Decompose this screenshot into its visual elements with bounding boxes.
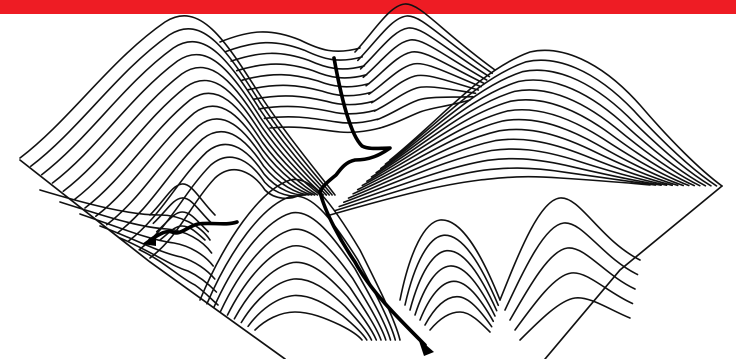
right-lower-bump-contour	[500, 198, 640, 300]
right-lower-bump-contour	[510, 248, 635, 320]
front-center-peak-contour	[248, 295, 367, 340]
front-center-peak-contour	[255, 312, 362, 340]
front-right-peak-contour	[405, 235, 498, 305]
front-right-peak-contour	[430, 312, 490, 332]
back-left-peak-contour	[253, 96, 373, 105]
back-left-peak-contour	[264, 117, 377, 123]
right-lower-bump-contour	[505, 223, 638, 310]
left-slope-contour	[120, 238, 216, 292]
back-left-peak-contour	[220, 32, 360, 51]
left-peak-contour	[20, 16, 335, 195]
left-peak-contour	[85, 93, 318, 208]
back-left-peak-contour	[242, 75, 369, 87]
surface-left-edge	[20, 160, 285, 359]
back-left-peak-contour	[237, 64, 367, 78]
right-lower-bump-contour	[520, 298, 630, 340]
contour-lines	[20, 4, 722, 340]
main-descent-arrowhead	[418, 338, 434, 356]
back-left-peak-contour	[259, 106, 376, 113]
